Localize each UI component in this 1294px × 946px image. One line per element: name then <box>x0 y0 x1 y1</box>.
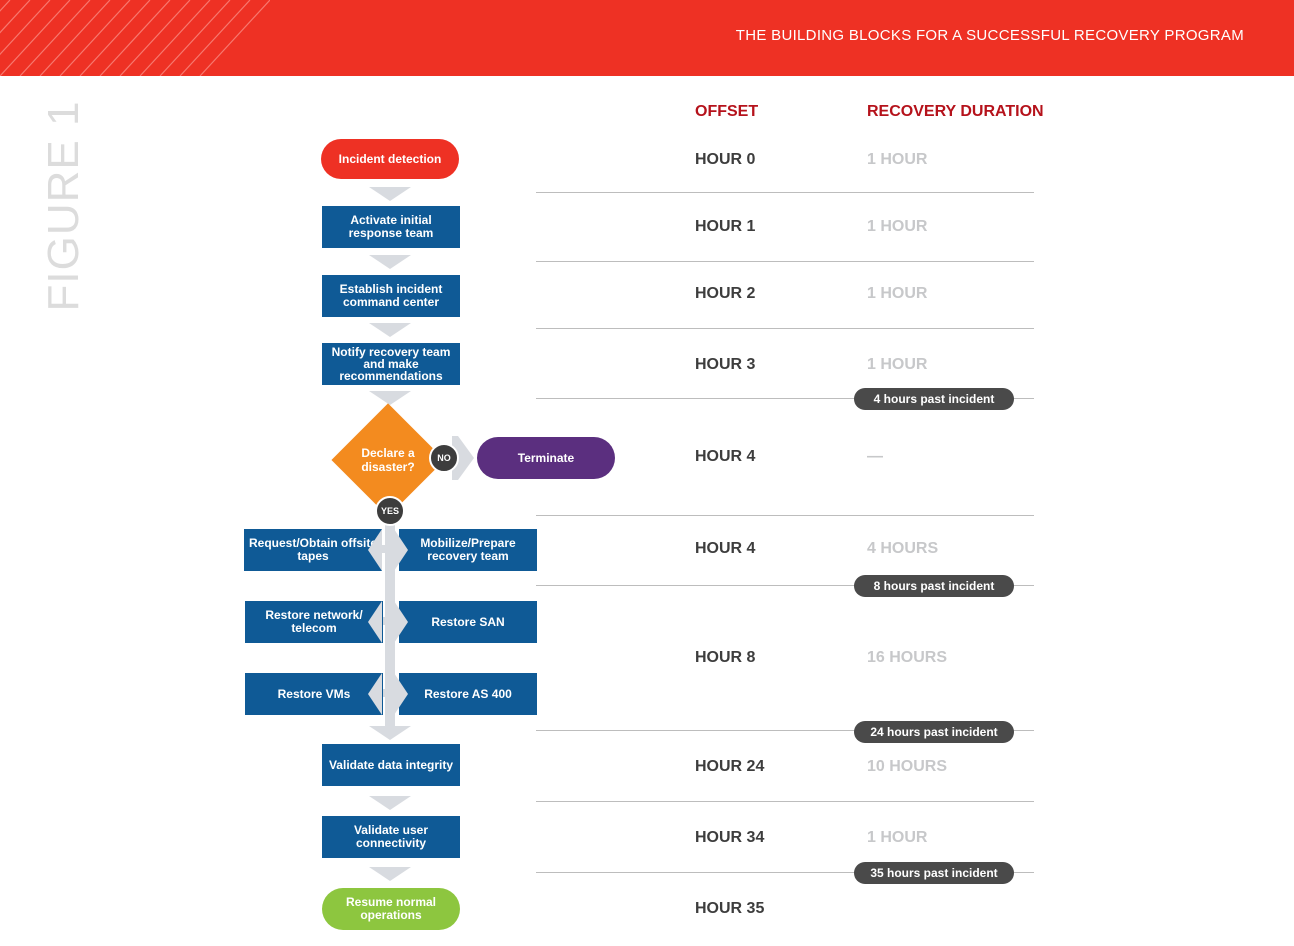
restore-network-node: Restore network/ telecom <box>245 601 383 643</box>
offset-hour: HOUR 0 <box>695 151 756 168</box>
offset-hour: HOUR 4 <box>695 448 756 465</box>
row-divider <box>536 515 1034 516</box>
declare-disaster-decision: Declare a disaster? <box>331 403 445 517</box>
milestone-badge: 24 hours past incident <box>854 721 1014 743</box>
validate-data-integrity-node: Validate data integrity <box>322 744 460 786</box>
row-divider <box>536 398 1034 399</box>
row-divider <box>536 801 1034 802</box>
offset-hour: HOUR 1 <box>695 218 756 235</box>
row-divider <box>536 872 1034 873</box>
duration-column-heading: RECOVERY DURATION <box>867 103 1044 120</box>
row-divider <box>536 585 1034 586</box>
banner-title: THE BUILDING BLOCKS FOR A SUCCESSFUL REC… <box>735 27 1244 44</box>
duration-value: 4 HOURS <box>867 540 939 557</box>
offset-hour: HOUR 24 <box>695 758 765 775</box>
establish-command-center-node: Establish incident command center <box>322 275 460 317</box>
request-offsite-tapes-node: Request/Obtain offsite tapes <box>244 529 382 571</box>
offset-hour: HOUR 3 <box>695 356 756 373</box>
no-badge: NO <box>429 443 459 473</box>
figure-label-text: FIGURE 1 <box>39 100 88 312</box>
flow-arrow <box>369 255 411 269</box>
duration-value: 1 HOUR <box>867 285 928 302</box>
branch-arrows <box>368 529 408 715</box>
incident-detection-node: Incident detection <box>321 139 459 179</box>
row-divider <box>536 261 1034 262</box>
offset-hour: HOUR 8 <box>695 649 756 666</box>
validate-user-connectivity-node: Validate user connectivity <box>322 816 460 858</box>
duration-value: — <box>867 448 883 465</box>
duration-value: 1 HOUR <box>867 151 928 168</box>
row-divider <box>536 328 1034 329</box>
offset-hour: HOUR 34 <box>695 829 765 846</box>
branch-connector <box>378 617 402 625</box>
resume-operations-node: Resume normal operations <box>322 888 460 930</box>
duration-value: 10 HOURS <box>867 758 948 775</box>
restore-san-node: Restore SAN <box>399 601 537 643</box>
milestone-badge: 8 hours past incident <box>854 575 1014 597</box>
figure-label: FIGURE 1 <box>39 101 88 312</box>
decision-label: Declare a disaster? <box>361 446 415 474</box>
no-arrow <box>452 436 474 480</box>
banner-stripes <box>0 0 270 76</box>
activate-response-team-node: Activate initial response team <box>322 206 460 248</box>
flow-arrow <box>369 867 411 881</box>
flow-arrow <box>369 391 411 405</box>
duration-value: 1 HOUR <box>867 356 928 373</box>
duration-value: 1 HOUR <box>867 829 928 846</box>
flow-arrow <box>369 187 411 201</box>
offset-column-heading: OFFSET <box>695 103 759 120</box>
offset-hour: HOUR 2 <box>695 285 756 302</box>
terminate-node: Terminate <box>477 437 615 479</box>
flow-arrow <box>369 796 411 810</box>
notify-recovery-team-node: Notify recovery team and make recommenda… <box>322 343 460 385</box>
row-divider <box>536 192 1034 193</box>
duration-value: 1 HOUR <box>867 218 928 235</box>
row-divider <box>536 730 1034 731</box>
flow-arrow <box>369 323 411 337</box>
header-banner: THE BUILDING BLOCKS FOR A SUCCESSFUL REC… <box>0 0 1294 76</box>
branch-connector <box>378 545 402 553</box>
milestone-badge: 35 hours past incident <box>854 862 1014 884</box>
restore-vms-node: Restore VMs <box>245 673 383 715</box>
offset-hour: HOUR 4 <box>695 540 756 557</box>
offset-hour: HOUR 35 <box>695 900 765 917</box>
mobilize-recovery-team-node: Mobilize/Prepare recovery team <box>399 529 537 571</box>
yes-badge: YES <box>375 496 405 526</box>
milestone-badge: 4 hours past incident <box>854 388 1014 410</box>
duration-value: 16 HOURS <box>867 649 948 666</box>
restore-as400-node: Restore AS 400 <box>399 673 537 715</box>
flow-arrow <box>369 726 411 740</box>
branch-connector <box>378 689 402 697</box>
